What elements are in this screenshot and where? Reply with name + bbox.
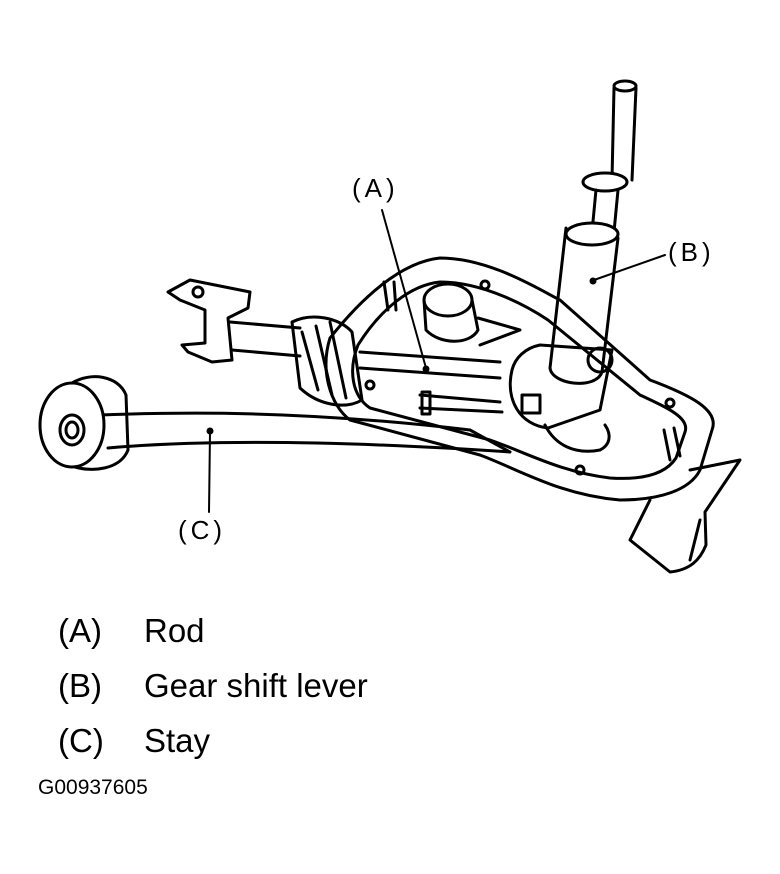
legend-item-gear-shift-lever: (B) Gear shift lever — [58, 658, 368, 713]
legend-text: Stay — [144, 722, 211, 759]
legend-key: (A) — [58, 612, 102, 649]
legend-item-rod: (A) Rod — [58, 603, 368, 658]
leader-dot-b — [589, 277, 597, 285]
legend: (A) Rod (B) Gear shift lever (C) Stay — [58, 603, 368, 768]
callout-b: (B) — [668, 237, 715, 267]
callout-a: (A) — [352, 173, 399, 203]
legend-key: (C) — [58, 722, 104, 759]
leader-line-b — [593, 254, 666, 281]
stay-part — [38, 375, 512, 471]
housing-dome-part — [422, 282, 522, 347]
rod-bracket-part — [166, 278, 364, 407]
lower-bracket-part — [628, 458, 742, 574]
leader-dot-a — [422, 365, 430, 373]
leader-dot-c — [206, 427, 214, 435]
gear-shift-lever-part — [508, 79, 638, 453]
legend-text: Rod — [144, 612, 205, 649]
gear-shift-assembly-illustration — [38, 79, 742, 574]
rod-part — [358, 350, 504, 416]
housing-frame-part — [324, 256, 715, 502]
callout-c: (C) — [178, 515, 227, 545]
legend-item-stay: (C) Stay — [58, 713, 368, 768]
leader-line-c — [208, 431, 211, 513]
leader-line-a — [381, 209, 427, 369]
legend-key: (B) — [58, 667, 102, 704]
legend-text: Gear shift lever — [144, 667, 368, 704]
figure-id: G00937605 — [38, 776, 148, 799]
